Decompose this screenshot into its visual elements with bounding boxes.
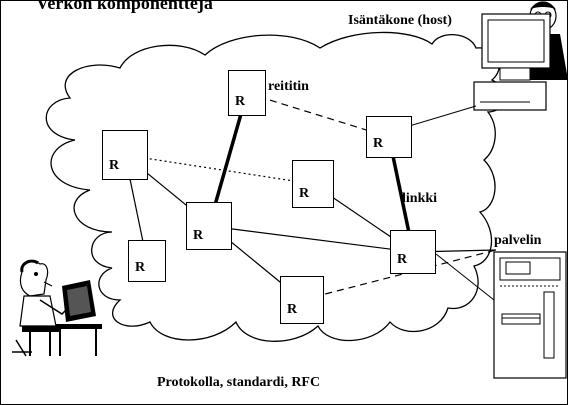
router-node: R	[228, 70, 266, 116]
router-node: R	[102, 130, 148, 180]
router-letter: R	[373, 136, 384, 151]
link-label: linkki	[402, 191, 438, 206]
router-link-dotted	[124, 154, 314, 185]
host-computer-icon	[473, 1, 568, 111]
host-label: Isäntäkone (host)	[348, 13, 452, 28]
footer-caption: Protokolla, standardi, RFC	[157, 375, 321, 390]
router-node: R	[366, 116, 412, 158]
router-letter: R	[299, 186, 310, 201]
network-cloud	[45, 31, 505, 342]
router-node: R	[292, 160, 334, 208]
server-label: palvelin	[494, 233, 542, 248]
user-workstation-icon	[12, 259, 102, 357]
router-node: R	[186, 202, 232, 250]
router-letter: R	[397, 252, 408, 267]
router-link-solid	[208, 225, 414, 253]
router-node: R	[390, 230, 436, 274]
router-letter: R	[193, 228, 204, 243]
router-letter: R	[287, 302, 298, 317]
router-node: R	[280, 276, 324, 324]
router-link-dashed	[246, 92, 390, 138]
router-letter: R	[109, 158, 120, 173]
router-label: reititin	[268, 79, 309, 94]
router-link-dashed	[301, 249, 497, 301]
page-title: Verkon komponentteja	[36, 0, 213, 13]
router-letter: R	[135, 260, 146, 275]
server-icon	[493, 251, 567, 379]
server-link	[435, 253, 495, 301]
router-letter: R	[235, 94, 246, 109]
router-node: R	[128, 240, 166, 282]
